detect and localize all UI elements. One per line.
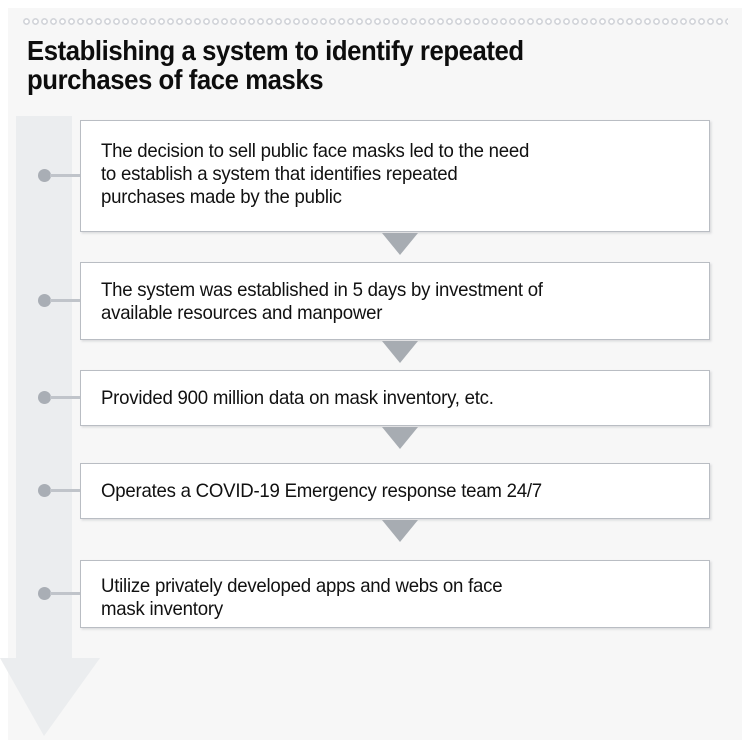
connector-dot-5: [38, 587, 51, 600]
step-connector-arrow-3: [382, 427, 418, 449]
step-text-4: Operates a COVID-19 Emergency response t…: [101, 480, 542, 502]
flow-step-2: The system was established in 5 days by …: [0, 262, 750, 340]
step-text-3: Provided 900 million data on mask invent…: [101, 387, 494, 409]
step-box-2[interactable]: The system was established in 5 days by …: [80, 262, 710, 340]
connector-dot-2: [38, 294, 51, 307]
step-connector-arrow-4: [382, 520, 418, 542]
step-box-5[interactable]: Utilize privately developed apps and web…: [80, 560, 710, 628]
flow-step-5: Utilize privately developed apps and web…: [0, 560, 750, 628]
step-text-5: Utilize privately developed apps and web…: [101, 575, 503, 620]
connector-line-5: [50, 592, 81, 595]
flow-step-1: The decision to sell public face masks l…: [0, 120, 750, 232]
connector-dot-3: [38, 391, 51, 404]
step-connector-arrow-1: [382, 233, 418, 255]
connector-dot-1: [38, 169, 51, 182]
step-text-2: The system was established in 5 days by …: [101, 279, 543, 324]
step-box-4[interactable]: Operates a COVID-19 Emergency response t…: [80, 463, 710, 519]
beaded-divider-icon: [22, 17, 728, 26]
step-text-1: The decision to sell public face masks l…: [101, 140, 530, 208]
connector-line-2: [50, 299, 81, 302]
connector-line-1: [50, 174, 81, 177]
page-title: Establishing a system to identify repeat…: [27, 35, 524, 96]
connector-dot-4: [38, 484, 51, 497]
step-box-1[interactable]: The decision to sell public face masks l…: [80, 120, 710, 232]
flow-step-4: Operates a COVID-19 Emergency response t…: [0, 463, 750, 519]
connector-line-4: [50, 489, 81, 492]
connector-line-3: [50, 396, 81, 399]
step-connector-arrow-2: [382, 341, 418, 363]
step-box-3[interactable]: Provided 900 million data on mask invent…: [80, 370, 710, 426]
flow-step-3: Provided 900 million data on mask invent…: [0, 370, 750, 426]
